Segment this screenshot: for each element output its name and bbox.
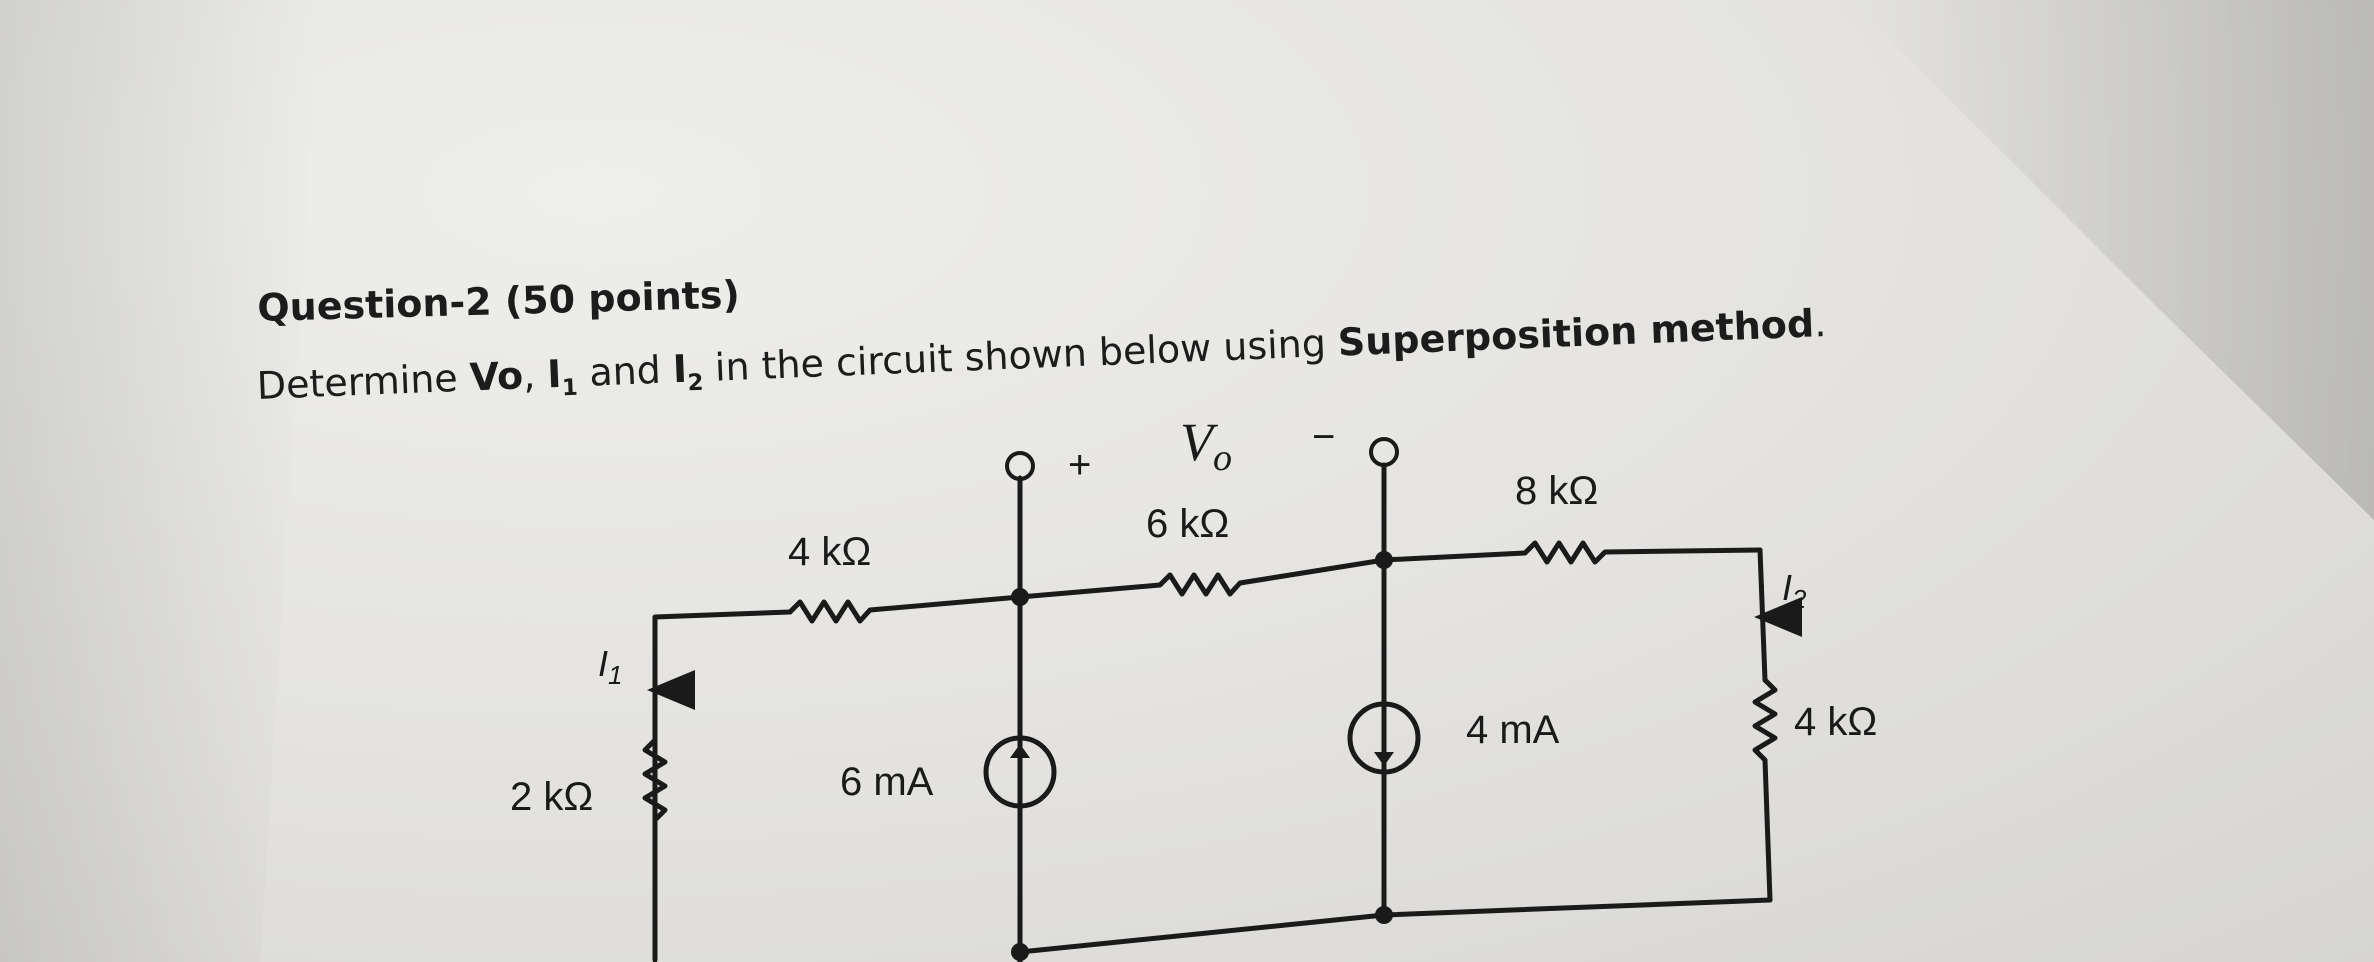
label-r-right-series: 8 kΩ [1515,469,1598,513]
vo-minus-sign: − [1312,415,1335,459]
label-r-left-shunt: 2 kΩ [510,775,593,819]
resistor-8k [1381,540,1763,565]
wire-left-top [652,609,793,962]
vo-sub: o [1213,437,1232,479]
label-r-middle-series: 6 kΩ [1146,502,1229,546]
vo-label: Vo [1180,412,1232,479]
wire-bottom-right [1381,897,1773,918]
resistor-2k [642,737,668,823]
i2-label: I2 [1782,567,1807,614]
node-d-dot [1011,943,1029,961]
i2-name: I [1782,567,1792,608]
terminal-minus [1369,437,1399,467]
i1-name: I [598,643,608,684]
current-source-6ma [983,735,1057,809]
arrow-up-icon [1010,744,1030,758]
vo-name: V [1180,412,1219,472]
i1-sub: 1 [608,660,622,690]
resistor-6k [1017,557,1387,600]
resistor-4k-left [787,594,1023,624]
label-r-right-shunt: 4 kΩ [1794,700,1877,744]
label-source-4ma: 4 mA [1466,708,1560,752]
vo-plus-sign: + [1068,443,1091,487]
label-r-left-series: 4 kΩ [788,530,871,574]
node-c-dot [1375,906,1393,924]
node-b-dot [1375,551,1393,569]
i2-sub: 2 [1791,584,1807,614]
wire-bottom-left [1017,912,1387,955]
node-a-dot [1011,588,1029,606]
i1-label: I1 [598,643,622,690]
label-source-6ma: 6 mA [840,760,934,804]
terminal-plus [1005,451,1035,481]
arrow-down-icon [1374,752,1394,766]
current-source-4ma [1347,701,1421,775]
resistor-4k-right [1752,677,1778,903]
